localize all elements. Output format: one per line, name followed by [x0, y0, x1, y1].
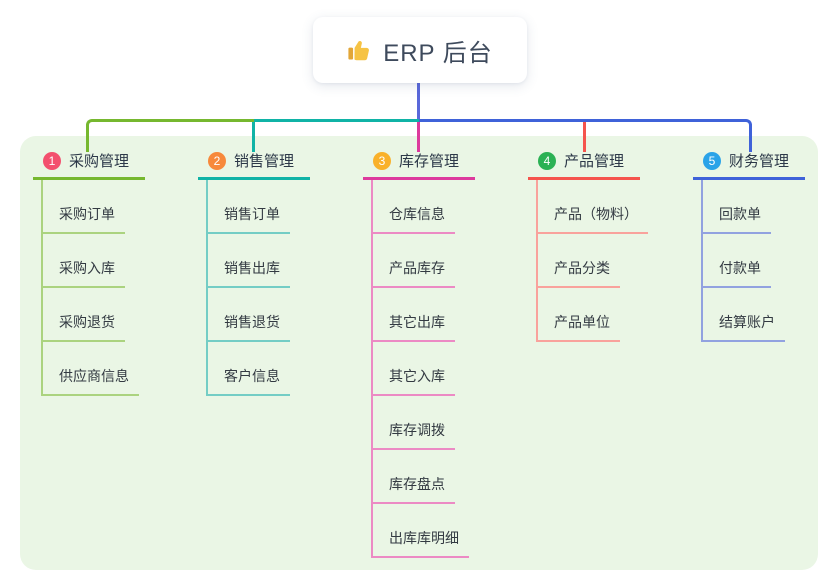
child-item[interactable]: 产品单位 — [538, 312, 620, 342]
child-row: 供应商信息 — [43, 342, 139, 396]
child-row: 产品分类 — [538, 234, 648, 288]
branch-label: 财务管理 — [729, 153, 790, 170]
branch-number-badge: 1 — [43, 151, 61, 170]
branch-产品管理: 4 产品管理 产品（物料） 产品分类产品单位 — [528, 150, 678, 342]
branch-number-badge: 4 — [538, 151, 556, 170]
child-item[interactable]: 客户信息 — [208, 366, 290, 396]
child-row: 其它出库 — [373, 288, 469, 342]
child-item[interactable]: 库存盘点 — [373, 474, 455, 504]
child-item[interactable]: 产品库存 — [373, 258, 455, 288]
branch-库存管理: 3 库存管理 仓库信息产品库存其它出库其它入库库存调拨库存盘点出库库明细 — [363, 150, 513, 558]
child-row: 采购入库 — [43, 234, 139, 288]
child-row: 回款单 — [703, 180, 785, 234]
child-row: 其它入库 — [373, 342, 469, 396]
child-item[interactable]: 产品分类 — [538, 258, 620, 288]
branch-number-badge: 3 — [373, 151, 391, 170]
child-item[interactable]: 采购入库 — [43, 258, 125, 288]
root-connector-line — [417, 83, 420, 121]
child-row: 付款单 — [703, 234, 785, 288]
child-item[interactable]: 仓库信息 — [373, 204, 455, 234]
child-item[interactable]: 结算账户 — [703, 312, 785, 342]
child-row: 库存调拨 — [373, 396, 469, 450]
branch-header[interactable]: 3 库存管理 — [363, 150, 475, 180]
branch-children: 回款单付款单结算账户 — [701, 180, 785, 342]
child-row: 销售退货 — [208, 288, 290, 342]
child-row: 客户信息 — [208, 342, 290, 396]
child-item[interactable]: 其它入库 — [373, 366, 455, 396]
child-row: 结算账户 — [703, 288, 785, 342]
branch-销售管理: 2 销售管理 销售订单销售出库销售退货客户信息 — [198, 150, 348, 396]
connector-drop-branch-4 — [583, 122, 586, 152]
branch-number-badge: 2 — [208, 151, 226, 170]
child-item[interactable]: 出库库明细 — [373, 528, 469, 558]
root-node[interactable]: ERP 后台 — [313, 17, 527, 83]
connector-drop-branch-2 — [252, 122, 255, 152]
branch-number-badge: 5 — [703, 151, 721, 170]
child-item[interactable]: 采购订单 — [43, 204, 125, 234]
child-row: 仓库信息 — [373, 180, 469, 234]
branch-label: 采购管理 — [69, 153, 130, 170]
child-item[interactable]: 供应商信息 — [43, 366, 139, 396]
child-item[interactable]: 采购退货 — [43, 312, 125, 342]
child-item[interactable]: 回款单 — [703, 204, 771, 234]
branch-header[interactable]: 4 产品管理 — [528, 150, 640, 180]
branch-children: 仓库信息产品库存其它出库其它入库库存调拨库存盘点出库库明细 — [371, 180, 469, 558]
branches-panel — [20, 136, 818, 570]
child-row: 销售出库 — [208, 234, 290, 288]
branch-header[interactable]: 1 采购管理 — [33, 150, 145, 180]
child-row: 采购订单 — [43, 180, 139, 234]
connector-segment-branch-2 — [254, 119, 419, 122]
child-row: 销售订单 — [208, 180, 290, 234]
child-item[interactable]: 其它出库 — [373, 312, 455, 342]
branch-label: 库存管理 — [399, 153, 460, 170]
branch-header[interactable]: 5 财务管理 — [693, 150, 805, 180]
connector-elbow-branch-5 — [419, 119, 752, 152]
connector-drop-branch-3 — [417, 122, 420, 152]
child-row: 出库库明细 — [373, 504, 469, 558]
child-row: 产品单位 — [538, 288, 648, 342]
thumbs-up-icon — [347, 37, 373, 63]
child-item[interactable]: 销售退货 — [208, 312, 290, 342]
child-row: 产品库存 — [373, 234, 469, 288]
child-item[interactable]: 付款单 — [703, 258, 771, 288]
connector-elbow-branch-1 — [86, 119, 254, 152]
branch-children: 产品（物料） 产品分类产品单位 — [536, 180, 648, 342]
branch-采购管理: 1 采购管理 采购订单采购入库采购退货供应商信息 — [33, 150, 183, 396]
branch-财务管理: 5 财务管理 回款单付款单结算账户 — [693, 150, 839, 342]
branch-label: 销售管理 — [234, 153, 295, 170]
child-item[interactable]: 产品（物料） — [538, 204, 648, 234]
child-item[interactable]: 销售订单 — [208, 204, 290, 234]
branch-label: 产品管理 — [564, 153, 625, 170]
root-label: ERP 后台 — [383, 39, 493, 67]
branch-children: 销售订单销售出库销售退货客户信息 — [206, 180, 290, 396]
child-row: 产品（物料） — [538, 180, 648, 234]
child-item[interactable]: 库存调拨 — [373, 420, 455, 450]
child-row: 库存盘点 — [373, 450, 469, 504]
branch-children: 采购订单采购入库采购退货供应商信息 — [41, 180, 139, 396]
branch-header[interactable]: 2 销售管理 — [198, 150, 310, 180]
child-row: 采购退货 — [43, 288, 139, 342]
child-item[interactable]: 销售出库 — [208, 258, 290, 288]
